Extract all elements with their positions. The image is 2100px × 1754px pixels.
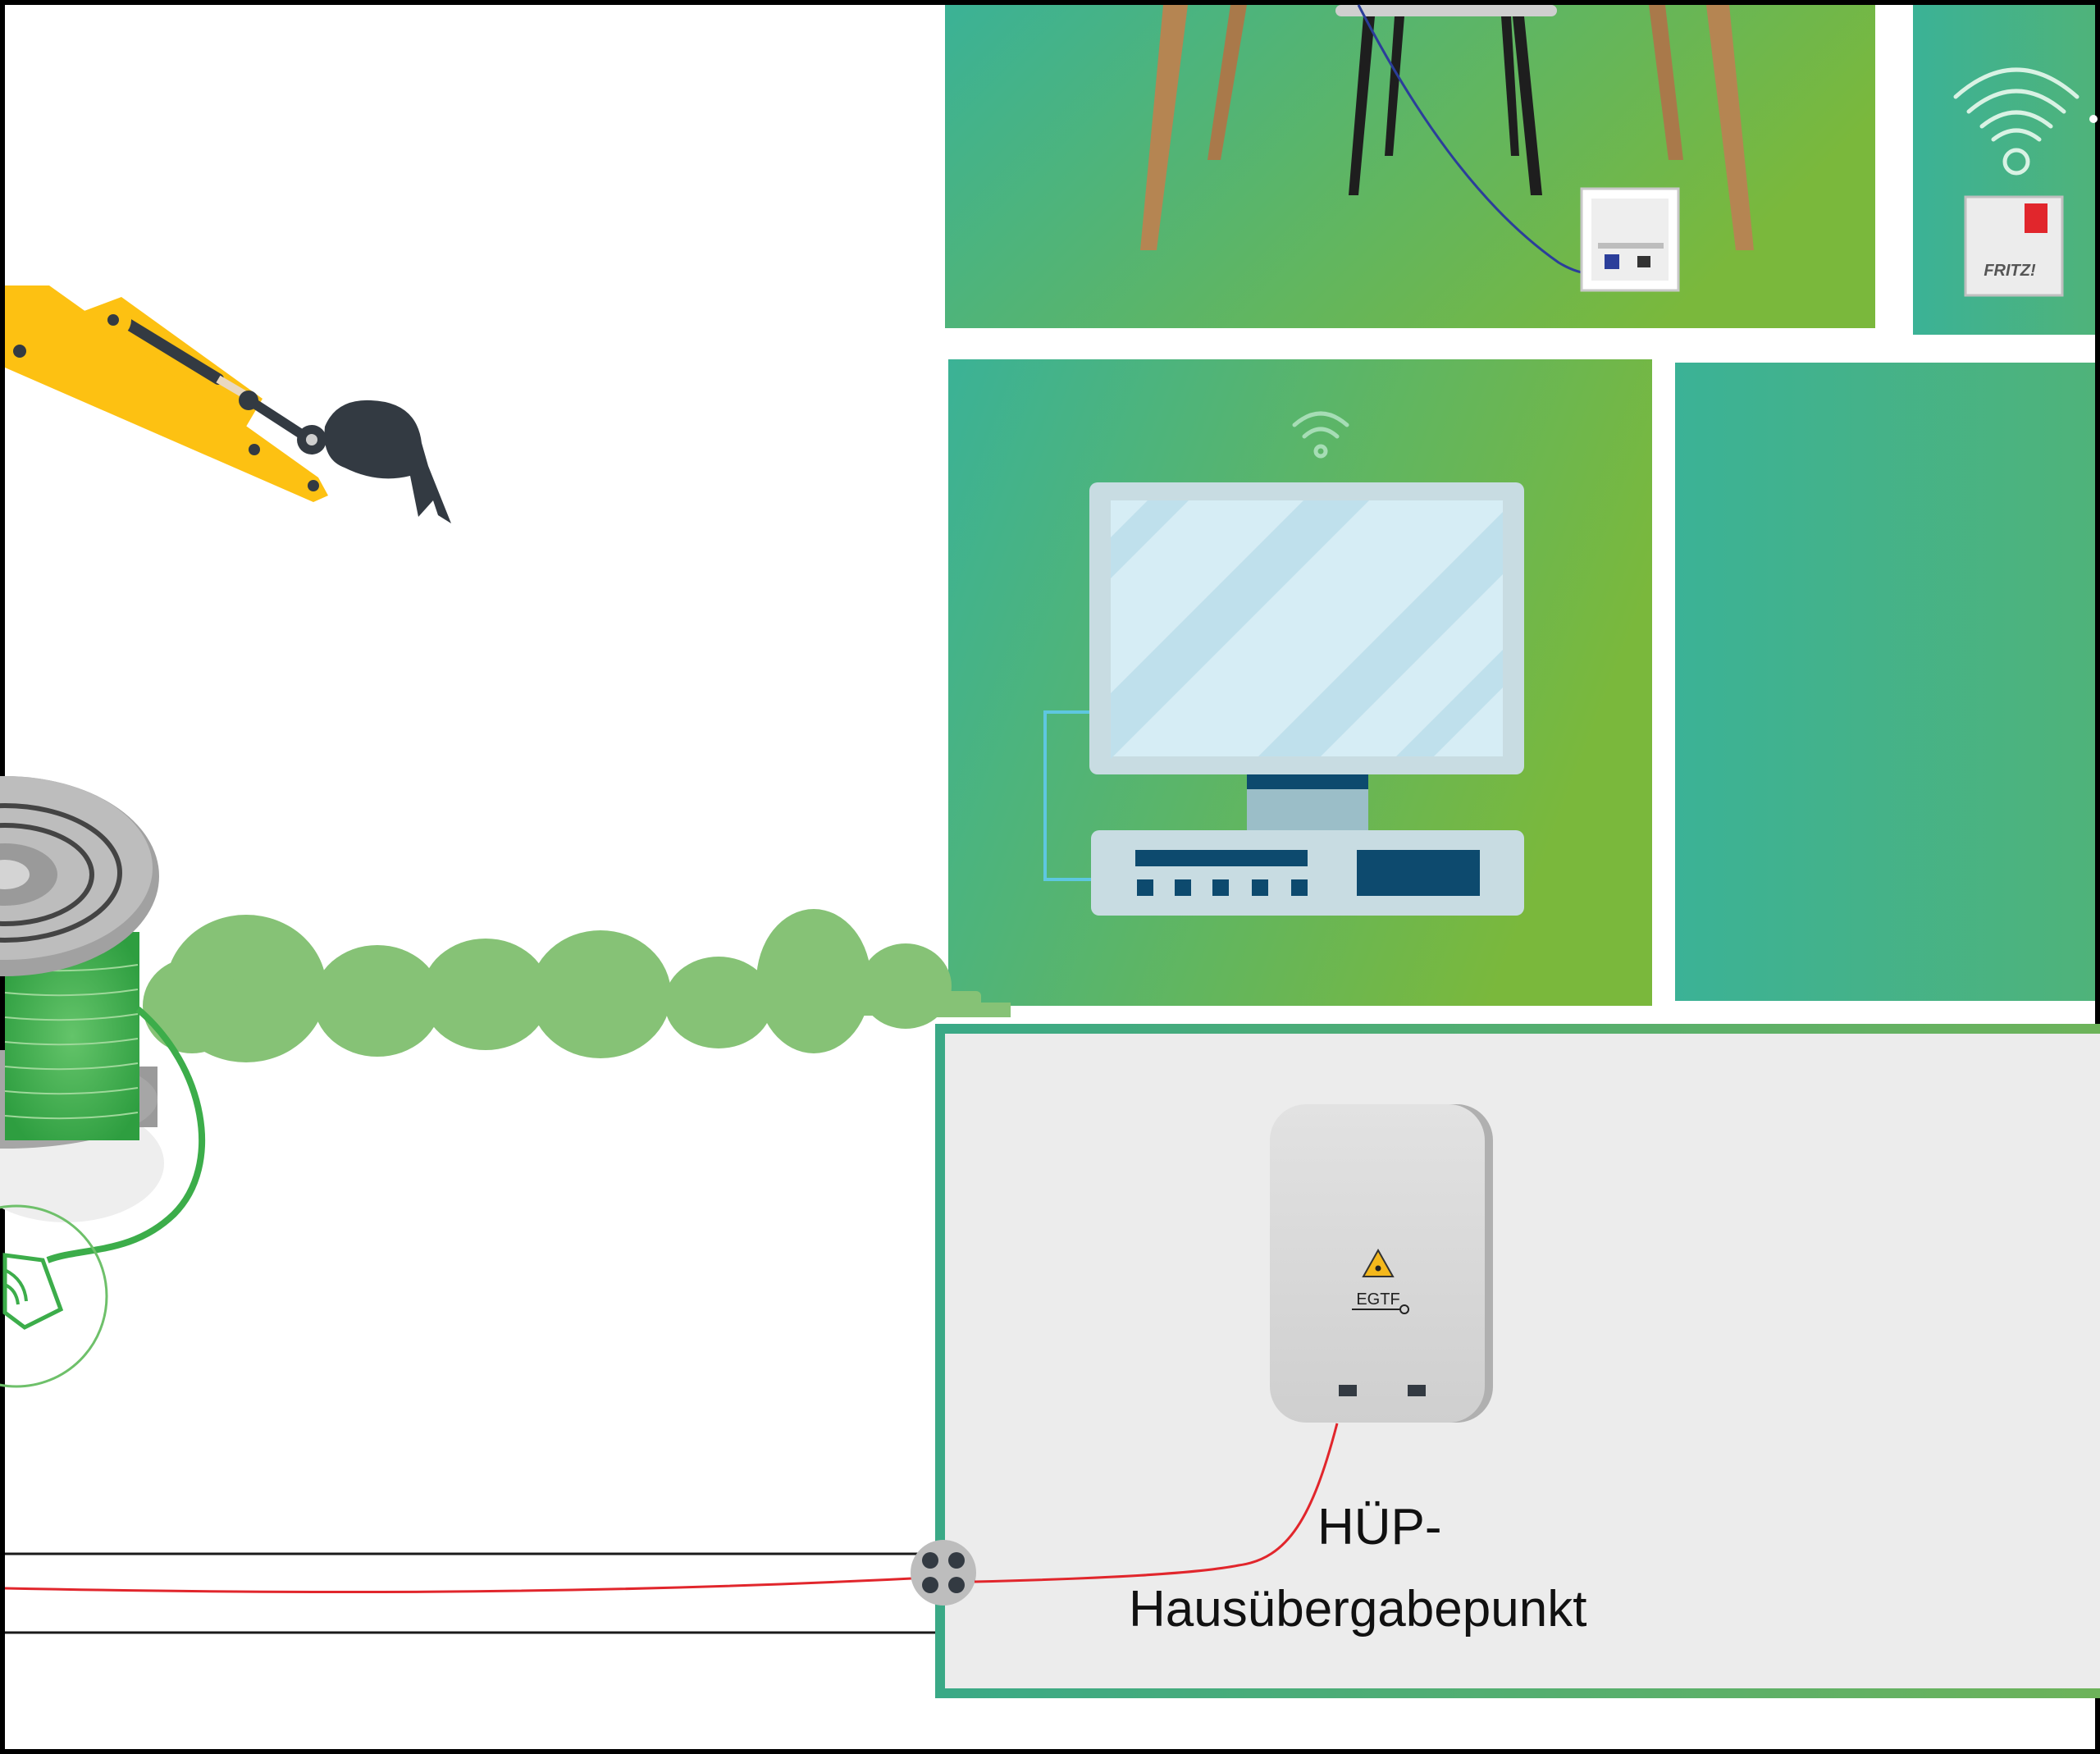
desktop-unit <box>1091 830 1524 916</box>
chair-leg <box>1385 16 1404 156</box>
pivot-pin <box>107 314 119 326</box>
excavator-boom <box>5 285 328 502</box>
pivot-pin <box>13 345 26 358</box>
basement-room <box>935 1024 2100 1698</box>
fiber-plug-icon <box>0 1204 108 1388</box>
pivot-pin <box>239 391 258 410</box>
hydraulic-cylinder <box>116 314 224 385</box>
chair <box>1335 5 1557 195</box>
room-router: FRITZ! <box>1913 5 2098 335</box>
hydraulic-rod <box>216 375 249 400</box>
chair-leg <box>1513 16 1542 195</box>
basement-border <box>935 1024 2100 1698</box>
excavator-arm <box>5 285 451 523</box>
wifi-icon <box>1292 411 1349 459</box>
pivot-pin <box>308 480 319 491</box>
fiber-line-basement <box>974 1423 1339 1583</box>
excavator-bucket <box>324 400 451 523</box>
outlet-port <box>1637 256 1650 267</box>
wifi-icon <box>1953 67 2079 176</box>
desk-leg <box>1140 5 1188 250</box>
wall-entry-body <box>911 1540 976 1606</box>
router-body <box>1964 195 2064 297</box>
monitor-link-cable <box>1043 710 1091 881</box>
laser-warning-icon <box>1362 1248 1395 1277</box>
drive-slot <box>1135 850 1308 866</box>
bushes <box>143 909 1011 1062</box>
ont-box: EGTF <box>1270 1104 1493 1423</box>
desktop-button <box>1175 879 1191 896</box>
desk <box>1140 5 1754 250</box>
screen-glare <box>1111 500 1189 578</box>
fritz-router: FRITZ! <box>1964 195 2064 297</box>
chair-leg <box>1501 16 1519 156</box>
pivot-pin <box>249 444 260 455</box>
monitor-neck <box>1247 774 1368 789</box>
pivot-pin <box>306 434 317 445</box>
fiber-cable-loop <box>46 1006 206 1263</box>
chair-leg <box>1349 16 1375 195</box>
huep-label-line1: HÜP- <box>1317 1499 1442 1555</box>
desk-leg <box>1208 5 1247 160</box>
wall-entry-point <box>911 1540 976 1606</box>
monitor-stand <box>1247 789 1368 832</box>
ont-brand-label: EGTF <box>1356 1290 1399 1309</box>
desk-leg <box>1706 5 1754 250</box>
screen-glare <box>1396 650 1503 756</box>
network-wall-outlet <box>1580 187 1680 292</box>
outlet-port <box>1605 254 1619 269</box>
computer-monitor <box>1089 482 1524 832</box>
room-computer <box>948 359 1652 1006</box>
decor-dot <box>2089 115 2098 123</box>
screen-glare <box>1111 500 1369 759</box>
outlet-face <box>1591 199 1669 281</box>
router-brand-label: FRITZ! <box>1984 262 2036 280</box>
chair-seat <box>1335 5 1557 16</box>
router-accent <box>2025 203 2048 233</box>
cable-reel <box>0 776 206 1388</box>
outlet-bar <box>1598 243 1664 249</box>
desktop-display <box>1357 850 1480 896</box>
desktop-button <box>1252 879 1268 896</box>
desktop-button <box>1291 879 1308 896</box>
fiber-line-underground <box>4 1575 944 1594</box>
room-office <box>945 4 1875 328</box>
room-empty <box>1675 363 2095 1001</box>
basement-floor <box>940 1029 2100 1693</box>
desk-leg <box>1649 5 1683 160</box>
ont-port <box>1408 1385 1426 1396</box>
desktop-button <box>1137 879 1153 896</box>
plug-highlight-circle <box>0 1204 108 1388</box>
huep-label-line2: Hausübergabepunkt <box>1129 1581 1586 1638</box>
screen-glare <box>1258 512 1503 756</box>
desktop-button <box>1212 879 1229 896</box>
ont-port <box>1339 1385 1357 1396</box>
